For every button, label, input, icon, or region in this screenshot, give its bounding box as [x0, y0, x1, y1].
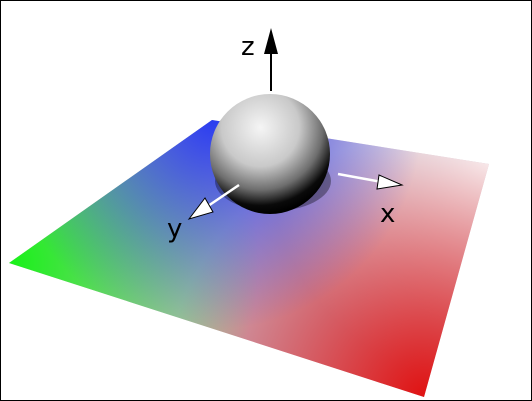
x-axis-arrow — [337, 172, 404, 190]
x-axis-label: x — [380, 199, 395, 229]
z-axis-arrow — [264, 28, 278, 91]
y-axis-arrow — [187, 183, 240, 220]
y-axis-label: y — [167, 214, 182, 244]
z-axis-label: z — [241, 32, 255, 62]
sphere — [210, 94, 331, 214]
